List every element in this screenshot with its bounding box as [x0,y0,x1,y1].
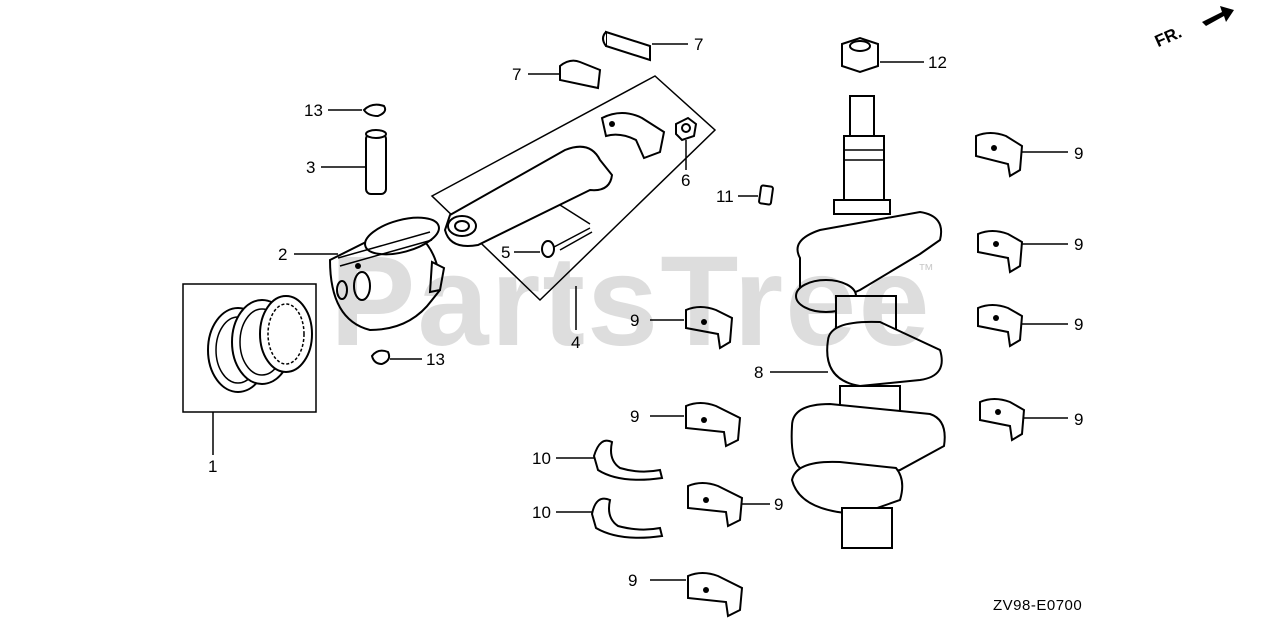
piston[interactable] [328,211,446,332]
piston-pin-clip-top[interactable] [362,103,387,118]
callout-9-d[interactable]: 9 [1074,410,1084,429]
callout-7-lower[interactable]: 7 [512,65,522,84]
connecting-rod-bearing-lower[interactable] [559,59,602,90]
connecting-rod-assembly[interactable] [430,75,717,302]
callout-13-lower[interactable]: 13 [426,350,445,369]
diagram-code: ZV98-E0700 [993,597,1083,614]
callout-2[interactable]: 2 [278,245,288,264]
main-bearing-8[interactable] [687,572,744,618]
callout-9-b[interactable]: 9 [1074,235,1084,254]
crankshaft-nut[interactable] [841,36,879,74]
crankshaft[interactable] [790,95,946,549]
callout-4[interactable]: 4 [571,333,581,352]
callout-10-upper[interactable]: 10 [532,449,551,468]
main-bearing-2[interactable] [977,230,1024,274]
main-bearing-6[interactable] [685,402,742,448]
callout-9-a[interactable]: 9 [1074,144,1084,163]
crankshaft-key[interactable] [758,184,774,206]
watermark: PartsTree [330,230,932,373]
callout-9-e[interactable]: 9 [630,311,640,330]
connecting-rod-bearing-upper[interactable] [602,30,651,62]
main-bearing-3[interactable] [977,304,1024,348]
main-bearing-4[interactable] [979,398,1026,442]
callout-12[interactable]: 12 [928,53,947,72]
front-arrow-icon [1202,6,1234,26]
piston-pin[interactable] [365,129,387,195]
main-bearing-7[interactable] [687,482,744,528]
connecting-rod-nut[interactable] [675,116,698,142]
callout-9-f[interactable]: 9 [630,407,640,426]
callout-9-g[interactable]: 9 [774,495,784,514]
callout-9-c[interactable]: 9 [1074,315,1084,334]
trademark-symbol: ™ [918,262,934,279]
callout-13-upper[interactable]: 13 [304,101,323,120]
callout-3[interactable]: 3 [306,158,316,177]
main-bearing-1[interactable] [975,132,1024,178]
callout-11[interactable]: 11 [716,187,734,206]
piston-pin-clip-bottom[interactable] [370,349,391,366]
connecting-rod-bolt[interactable] [541,227,593,258]
callout-1[interactable]: 1 [208,457,218,476]
piston-ring-set[interactable] [182,283,317,413]
callout-6[interactable]: 6 [681,171,691,190]
callout-10-lower[interactable]: 10 [532,503,551,522]
callout-7-upper[interactable]: 7 [694,35,704,54]
thrust-washer-2[interactable] [590,497,664,539]
main-bearing-5[interactable] [685,306,734,350]
callout-9-h[interactable]: 9 [628,571,638,590]
callout-8[interactable]: 8 [754,363,764,382]
thrust-washer-1[interactable] [592,439,664,481]
callout-5[interactable]: 5 [501,243,511,262]
